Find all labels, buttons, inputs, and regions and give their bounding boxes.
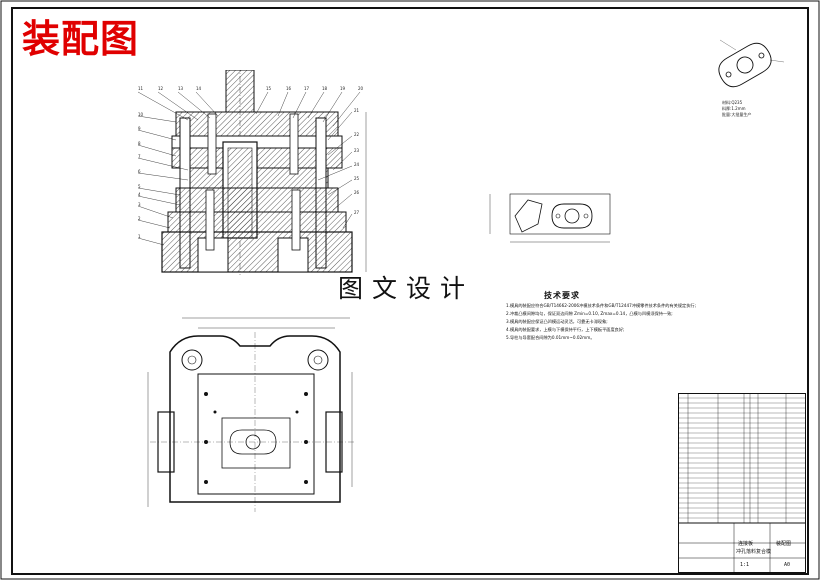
balloon-label: 19 (340, 86, 346, 91)
balloon-label: 23 (354, 148, 360, 153)
tech-requirement-line: 1.模具的装配应符合GB/T14662-2006冲模技术条件和GB/T12447… (506, 303, 697, 308)
balloon-label: 10 (138, 112, 144, 117)
title-block-die-name: 冲孔落料复合模 (736, 549, 772, 555)
balloon-label: 17 (304, 86, 310, 91)
balloon-label: 1 (138, 234, 141, 239)
balloon-label: 12 (158, 86, 164, 91)
balloon-label: 4 (138, 192, 141, 197)
balloon-label: 13 (178, 86, 184, 91)
tech-requirement-line: 2.冲裁凸模间隙均匀，保证双边间隙 Zmin=0.10, Zmax=0.14，凸… (506, 311, 673, 316)
balloon-label: 9 (138, 126, 141, 131)
title-block-scale: 1:1 (740, 562, 750, 568)
part-thickness-note: 料厚:1.2mm (722, 106, 746, 111)
balloon-label: 2 (138, 216, 141, 221)
balloon-label: 22 (354, 132, 360, 137)
balloon-label: 5 (138, 184, 141, 189)
balloon-label: 6 (138, 169, 141, 174)
title-block-part-name: 连接板 (738, 541, 754, 547)
balloon-label: 24 (354, 162, 360, 167)
balloon-label: 15 (266, 86, 272, 91)
balloon-label: 27 (354, 210, 360, 215)
balloon-label: 26 (354, 190, 360, 195)
title-block-sheet: A0 (784, 562, 791, 568)
balloon-label: 14 (196, 86, 202, 91)
balloon-label: 25 (354, 176, 360, 181)
balloon-label: 7 (138, 154, 141, 159)
balloon-label: 8 (138, 141, 141, 146)
part-sketch-isometric (718, 39, 785, 88)
tech-requirement-line: 5.导柱与导套配合间隙为0.01mm~0.02mm。 (506, 335, 595, 340)
watermark-text: 图文设计 (338, 274, 475, 303)
balloon-label: 11 (138, 86, 144, 91)
part-material-note: 材料:Q235 (722, 100, 743, 105)
parts-list-table (678, 393, 806, 573)
part-detail-view (489, 193, 611, 243)
assembly-drawing-stamp: 装配图 (22, 16, 140, 61)
balloon-label: 3 (138, 202, 141, 207)
die-plan-view (147, 317, 355, 512)
title-block-drawing-type: 装配图 (776, 541, 792, 547)
part-batch-note: 批量:大批量生产 (722, 112, 752, 117)
tech-requirement-line: 3.模具的装配应保证凸凹模运动灵活，可靠无卡滞现象; (506, 319, 608, 324)
balloon-label: 20 (358, 86, 364, 91)
balloon-label: 16 (286, 86, 292, 91)
balloon-label: 21 (354, 108, 360, 113)
tech-requirements-title: 技术要求 (544, 291, 580, 300)
tech-requirement-line: 4.模具的装配要求，上模与下模保持平行，上下模板平面度良好; (506, 327, 625, 332)
die-section-view (137, 70, 367, 275)
balloon-label: 18 (322, 86, 328, 91)
